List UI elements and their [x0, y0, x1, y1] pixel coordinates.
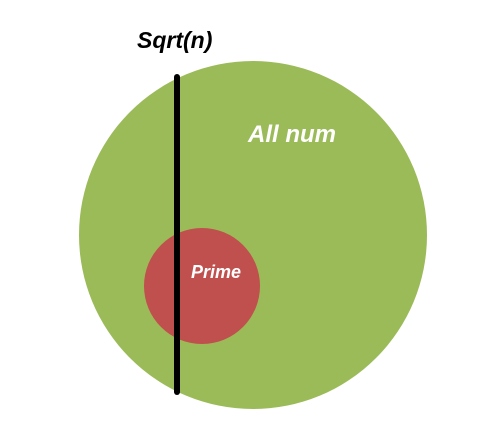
- prime-circle: [144, 228, 260, 344]
- all-numbers-circle: [79, 61, 427, 409]
- sqrt-n-label: Sqrt(n): [137, 27, 212, 53]
- prime-label: Prime: [191, 262, 241, 282]
- all-numbers-label: All num: [247, 121, 336, 148]
